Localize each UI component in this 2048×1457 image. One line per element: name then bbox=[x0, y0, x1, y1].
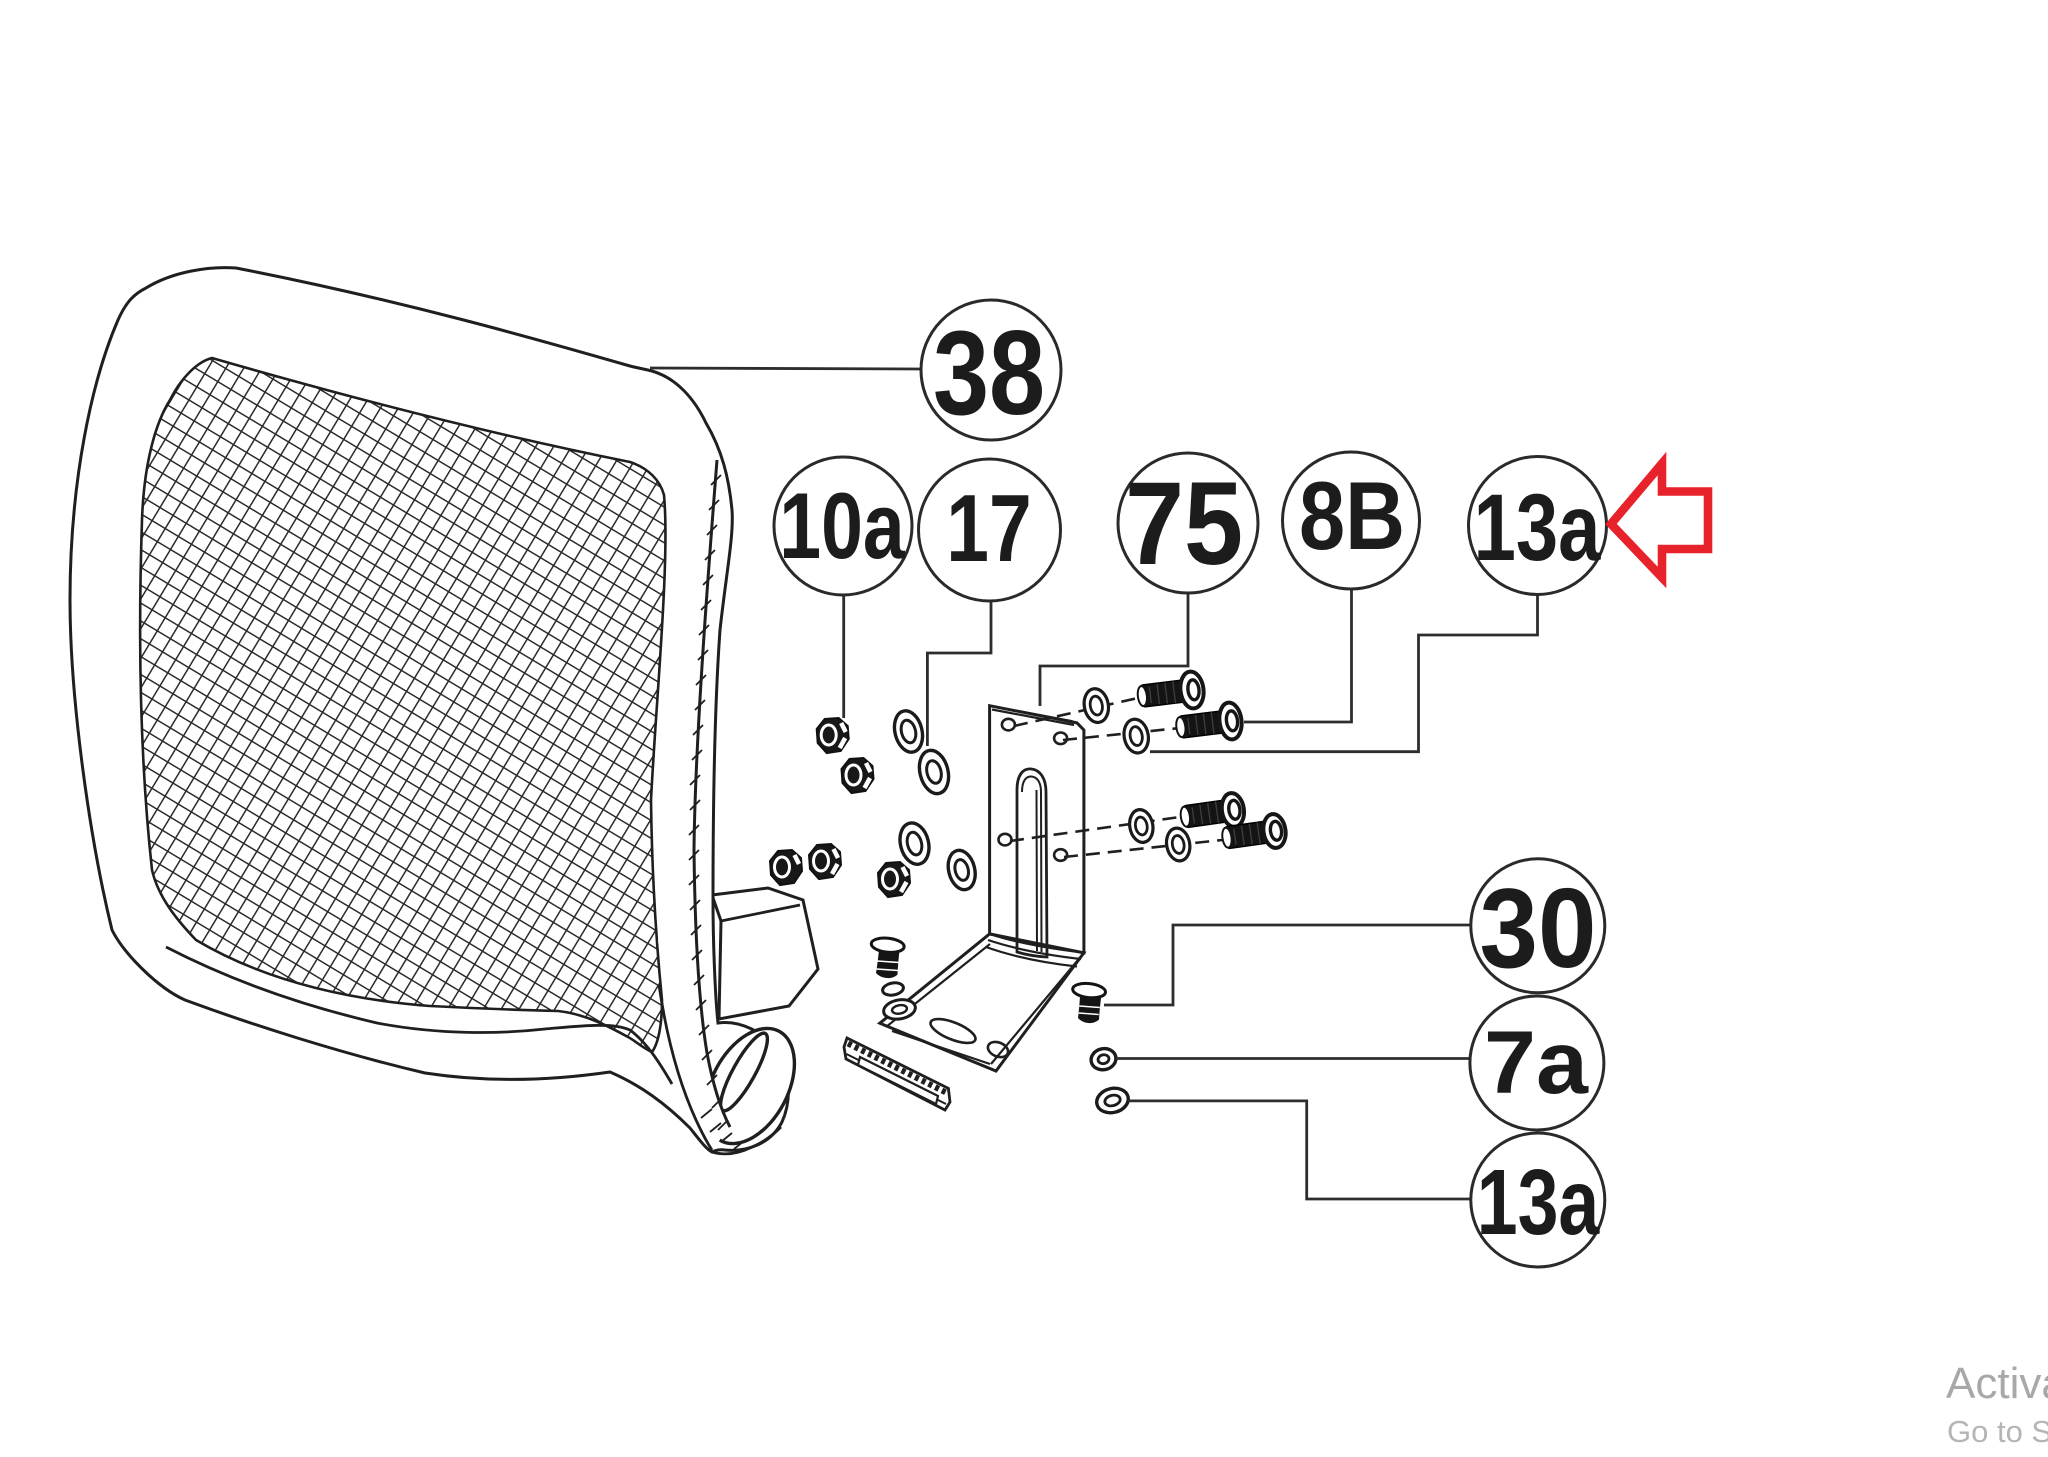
svg-text:75: 75 bbox=[1125, 457, 1243, 589]
svg-text:7a: 7a bbox=[1484, 1013, 1589, 1112]
svg-text:Activate: Activate bbox=[1946, 1359, 2048, 1408]
svg-text:13a: 13a bbox=[1477, 1150, 1601, 1254]
svg-text:10a: 10a bbox=[779, 474, 905, 579]
svg-text:Go to Se: Go to Se bbox=[1947, 1414, 2048, 1449]
svg-text:38: 38 bbox=[933, 307, 1045, 440]
svg-text:13a: 13a bbox=[1474, 475, 1602, 581]
svg-text:30: 30 bbox=[1480, 866, 1597, 992]
svg-text:8B: 8B bbox=[1299, 462, 1405, 571]
svg-text:17: 17 bbox=[946, 475, 1031, 582]
